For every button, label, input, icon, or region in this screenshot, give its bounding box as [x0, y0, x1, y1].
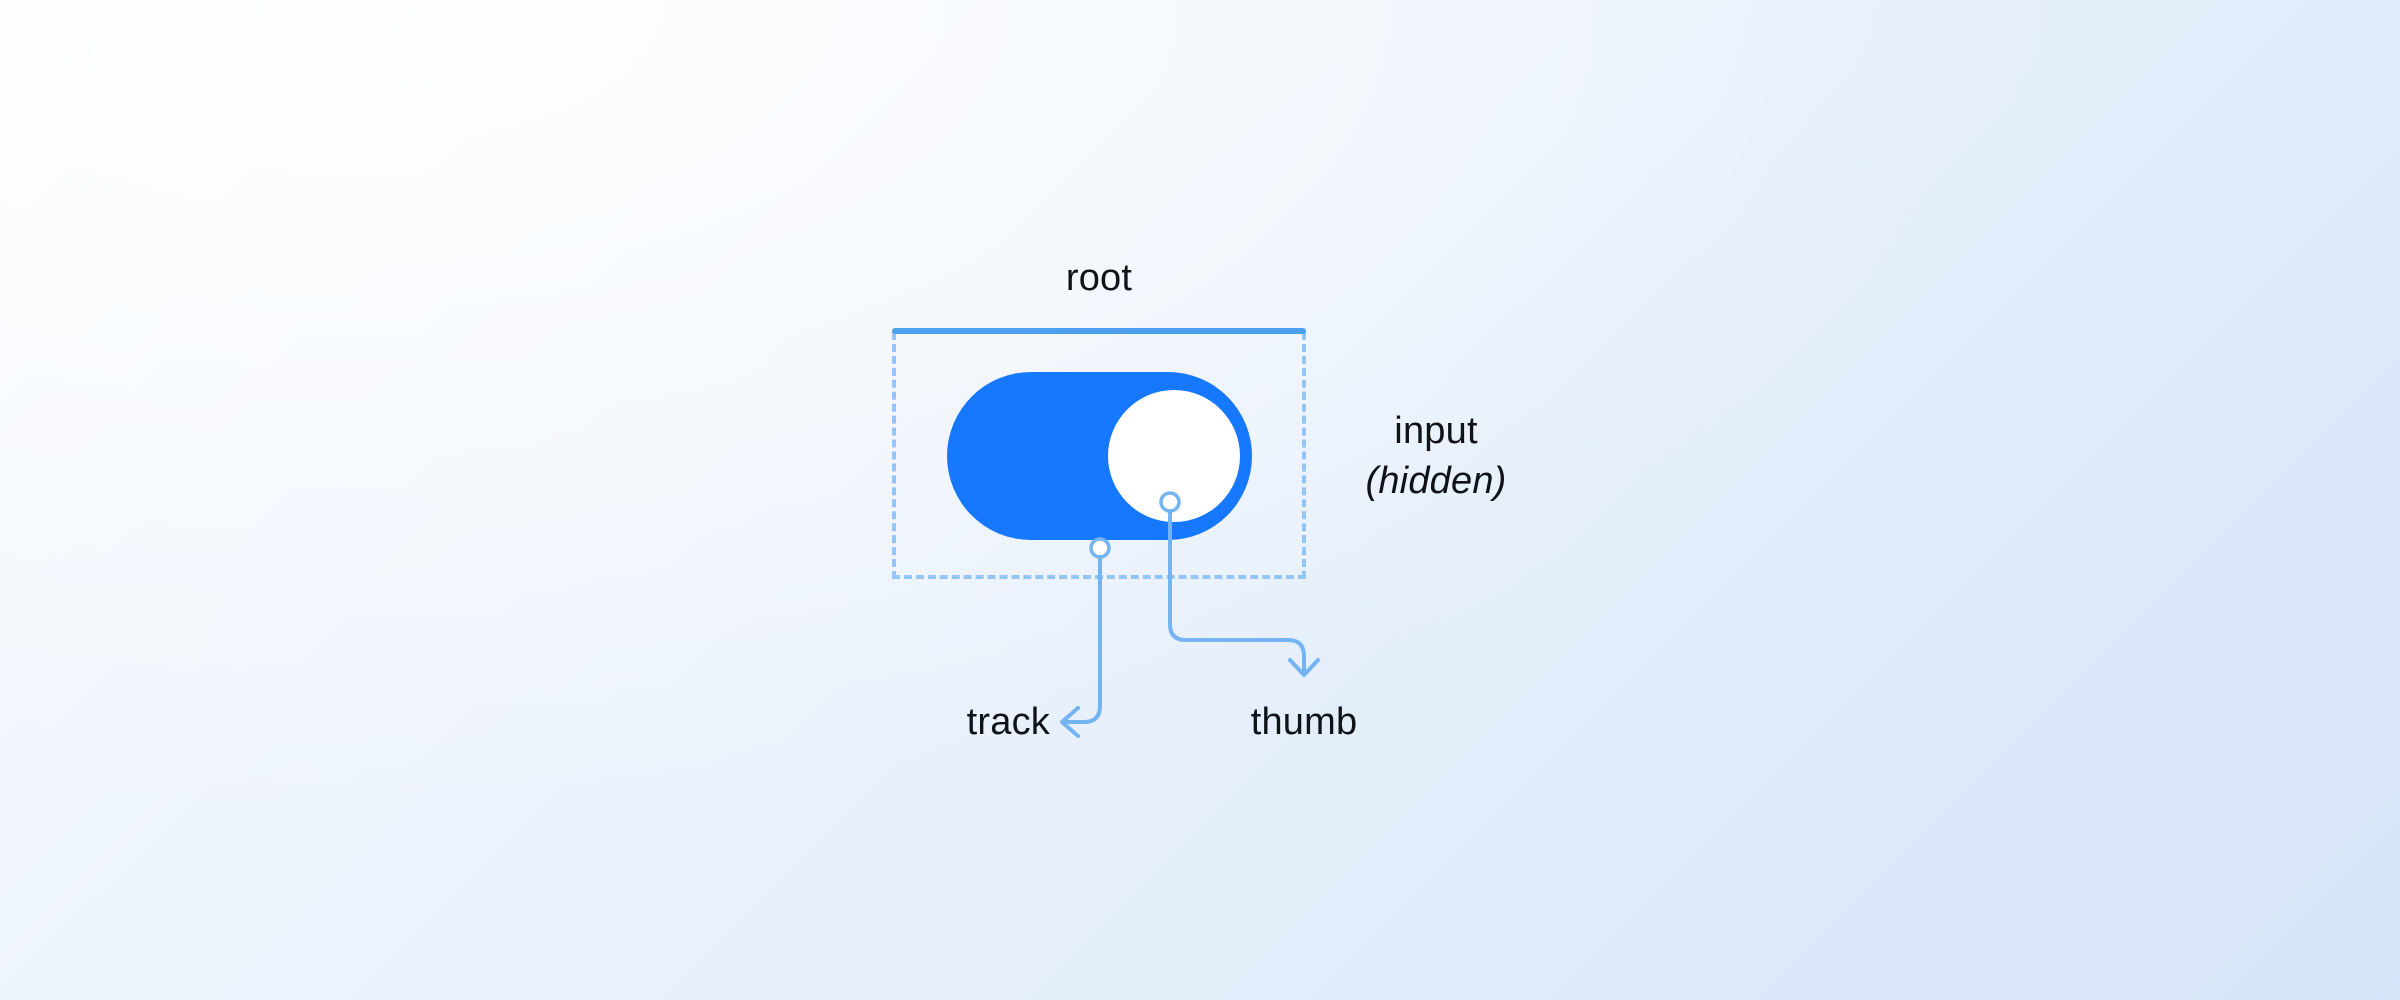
input-label-group: input (hidden): [1316, 406, 1556, 506]
track-connector-line: [1064, 555, 1102, 724]
thumb-label: thumb: [1250, 701, 1358, 743]
switch-control[interactable]: [947, 372, 1252, 540]
input-label: input: [1394, 410, 1478, 452]
track-arrow-icon: [1060, 706, 1080, 738]
switch-thumb: [1108, 390, 1240, 522]
root-label: root: [1065, 257, 1133, 299]
thumb-arrow-icon: [1288, 658, 1320, 677]
root-top-line: [892, 328, 1306, 334]
input-hidden-label: (hidden): [1365, 460, 1507, 502]
track-label: track: [966, 701, 1050, 743]
